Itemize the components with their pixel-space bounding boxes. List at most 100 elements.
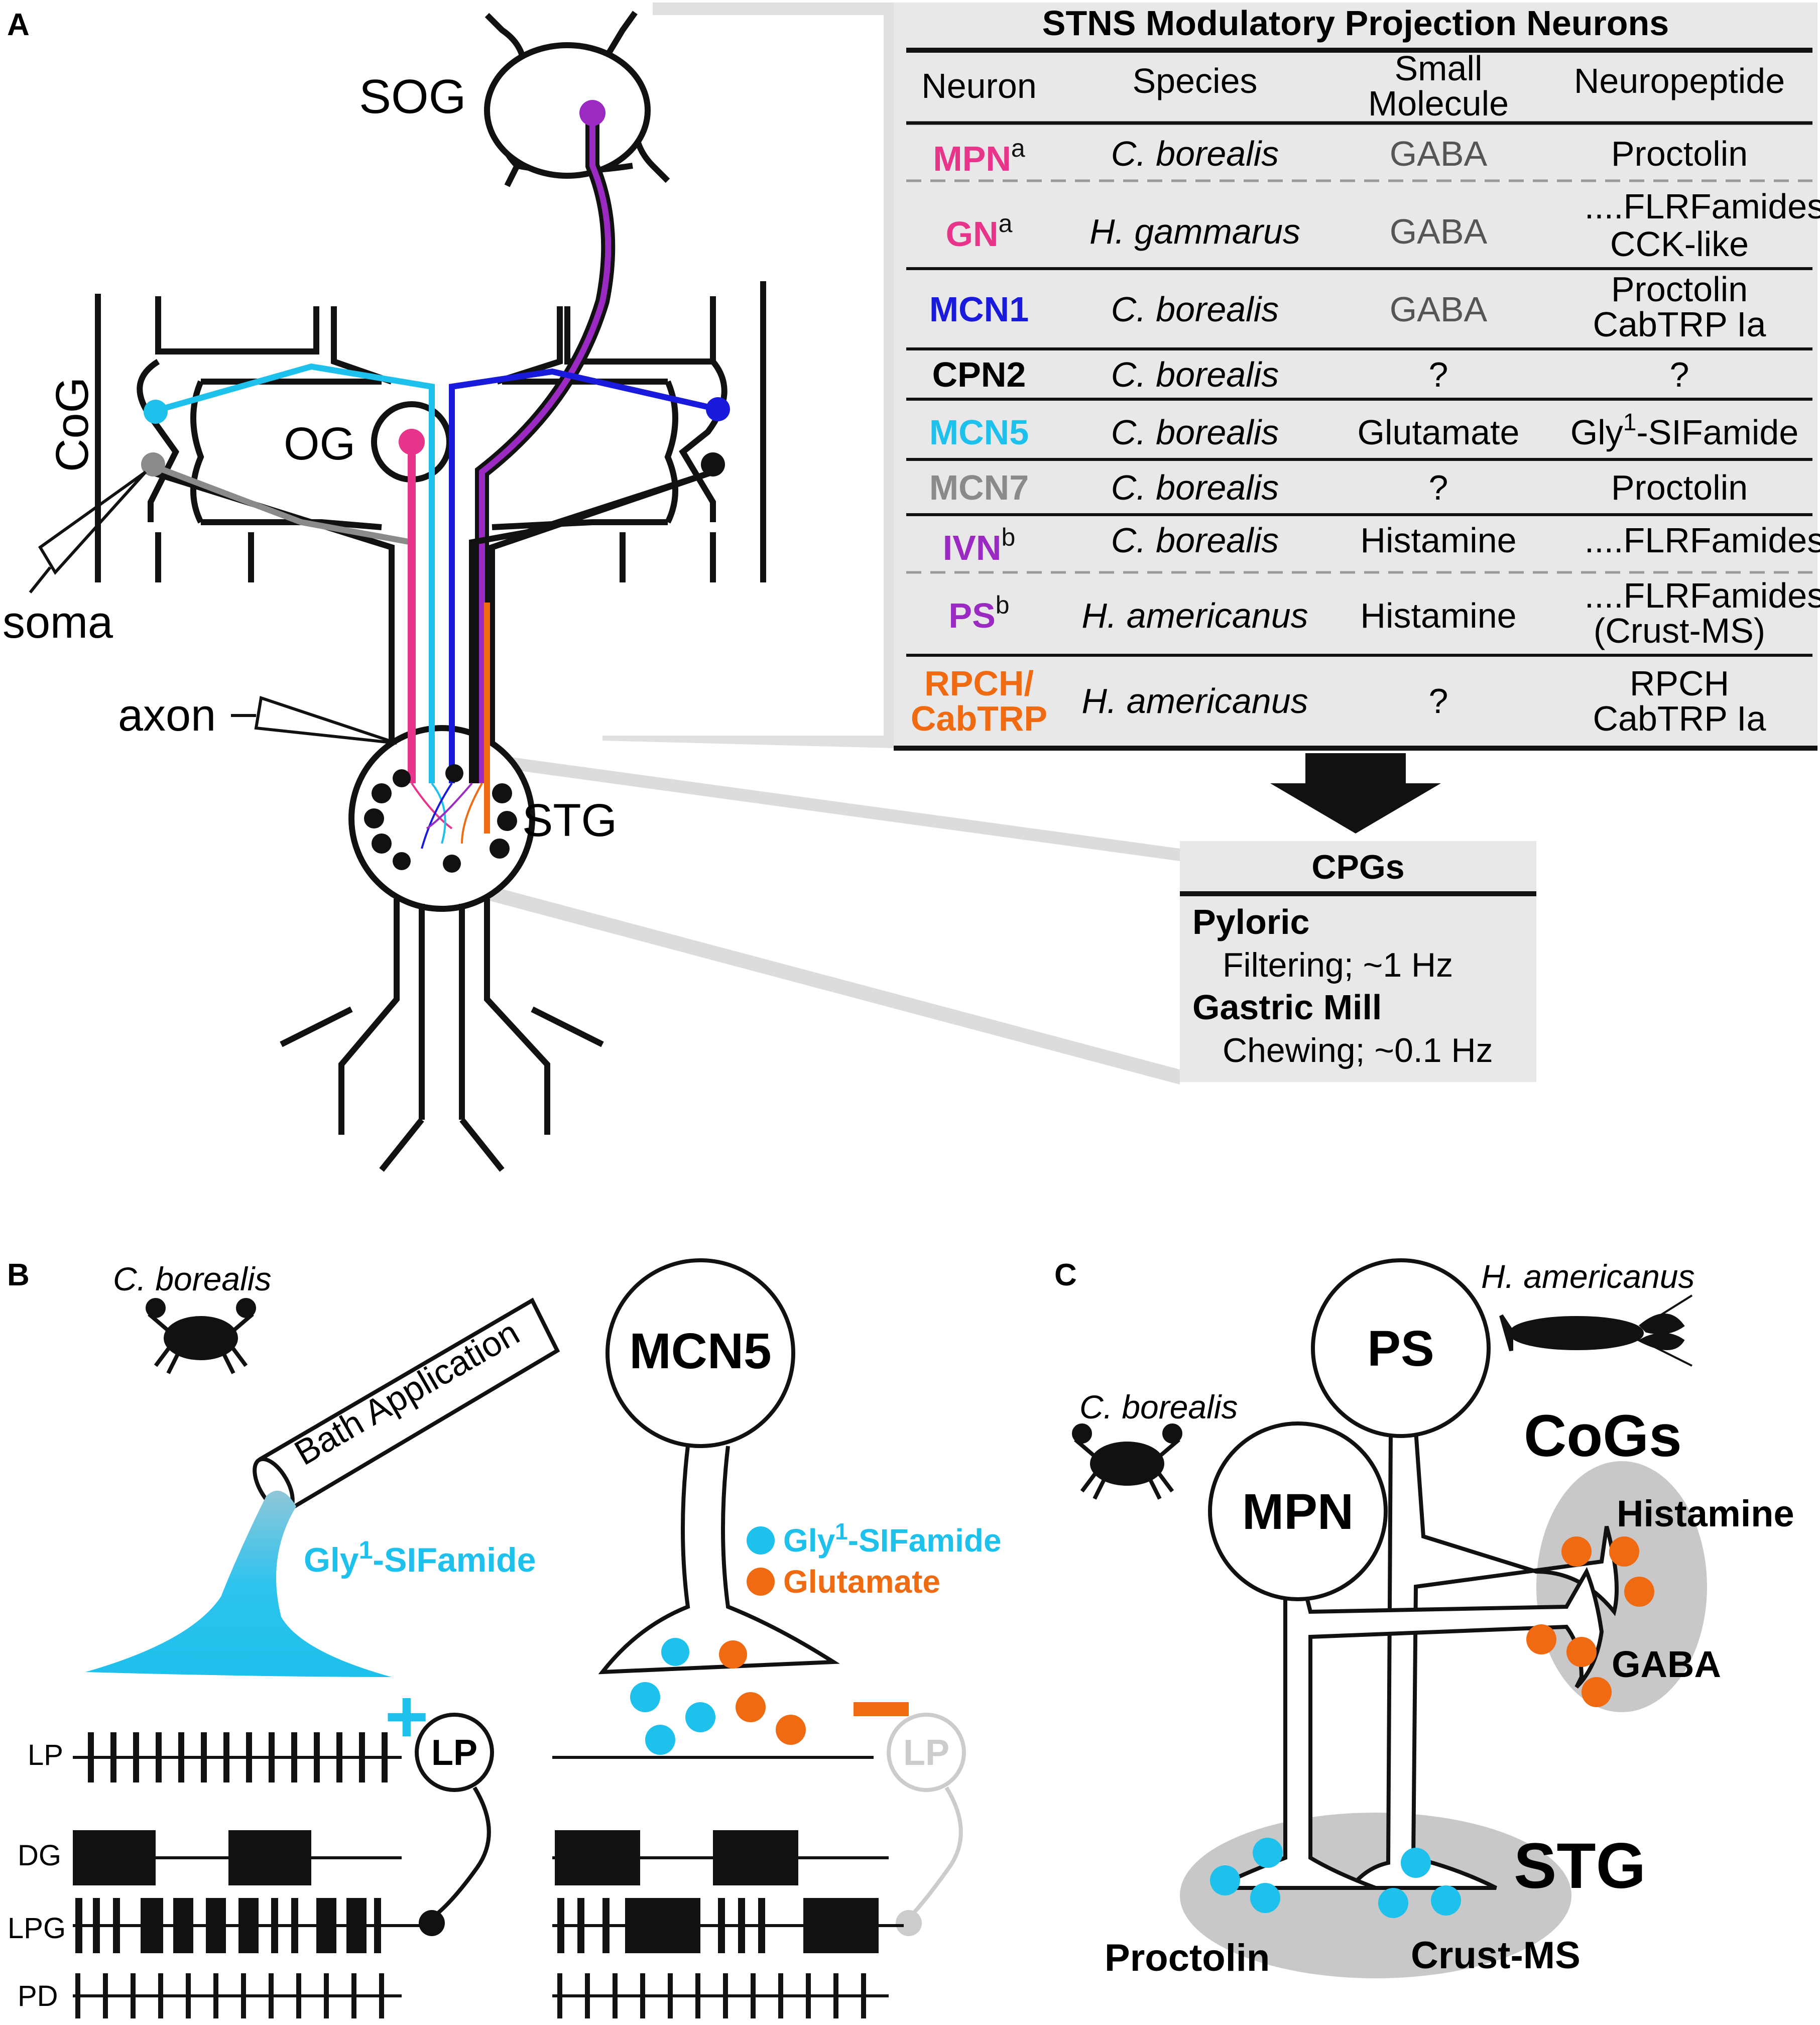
pd-spike bbox=[75, 1973, 80, 2018]
row-mpn-small: GABA bbox=[1390, 134, 1488, 173]
svg-text:Gly1-SIFamide: Gly1-SIFamide bbox=[1570, 409, 1799, 452]
lpg-burst bbox=[113, 1898, 120, 1953]
lpg-burst bbox=[291, 1898, 298, 1953]
lpg-burst bbox=[316, 1898, 336, 1953]
lpg-burst bbox=[271, 1898, 278, 1953]
row-mcn5-neuron: MCN5 bbox=[929, 413, 1029, 452]
stg-somata bbox=[364, 764, 517, 873]
lp-spike bbox=[156, 1732, 162, 1782]
pd-spike bbox=[131, 1973, 136, 2018]
lp-spike bbox=[178, 1732, 184, 1782]
svg-text:MPNa: MPNa bbox=[933, 134, 1025, 178]
pd-spike bbox=[751, 1973, 756, 2018]
cpn2-axon bbox=[469, 469, 714, 783]
pd-spike bbox=[585, 1973, 590, 2018]
lpg-burst bbox=[803, 1898, 879, 1953]
row-cpn2-peptide: ? bbox=[1670, 355, 1689, 394]
lpg-burst bbox=[173, 1898, 193, 1953]
row-mcn7-small: ? bbox=[1429, 468, 1448, 507]
lpg-burst bbox=[93, 1898, 100, 1953]
modulatory-neuron-table: STNS Modulatory Projection Neurons Neuro… bbox=[894, 3, 1820, 751]
pd-spike bbox=[723, 1973, 728, 2018]
sog-label: SOG bbox=[359, 70, 466, 124]
b-peptide-sup: 1 bbox=[359, 1536, 373, 1564]
row-mpn-peptide: Proctolin bbox=[1611, 134, 1748, 173]
callout-wedge-cpg bbox=[482, 753, 1180, 861]
mpn-label: MPN bbox=[1242, 1484, 1354, 1540]
row-mcn5-peptide-pre: Gly bbox=[1570, 413, 1623, 452]
ps-label: PS bbox=[1367, 1321, 1434, 1377]
cogs-label: CoGs bbox=[1524, 1403, 1682, 1469]
row-mcn1-neuron: MCN1 bbox=[929, 290, 1029, 329]
row-ps-peptide1: ....FLRFamides bbox=[1585, 576, 1820, 615]
row-ivn-small: Histamine bbox=[1360, 521, 1516, 560]
pd-spike bbox=[324, 1973, 329, 2018]
pd-spike bbox=[103, 1973, 108, 2018]
pd-spike bbox=[186, 1973, 191, 2018]
row-rpch-small: ? bbox=[1429, 681, 1448, 721]
lpg-burst bbox=[557, 1898, 564, 1953]
lpg-burst bbox=[625, 1898, 700, 1953]
legend-peptide-pre: Gly bbox=[783, 1522, 835, 1559]
lpg-burst bbox=[577, 1898, 584, 1953]
lp-spike bbox=[88, 1732, 94, 1782]
lp-spike bbox=[359, 1732, 365, 1782]
mcn1-soma bbox=[706, 397, 730, 421]
header-small-2: Molecule bbox=[1368, 84, 1509, 123]
row-rpch-peptide2: CabTRP Ia bbox=[1593, 699, 1766, 738]
row-ivn-neuron: IVN bbox=[943, 528, 1002, 567]
cpg-gastric-desc: Chewing; ~0.1 Hz bbox=[1223, 1031, 1493, 1069]
crab-icon bbox=[146, 1298, 256, 1374]
lpg-burst bbox=[141, 1898, 163, 1953]
row-mcn5-small: Glutamate bbox=[1358, 413, 1520, 452]
lp-spike bbox=[269, 1732, 275, 1782]
histamine-label: Histamine bbox=[1617, 1493, 1794, 1534]
lp-spike bbox=[291, 1732, 297, 1782]
down-arrow bbox=[1270, 753, 1441, 833]
svg-text:GNa: GNa bbox=[946, 209, 1013, 254]
b-peptide-pre: Gly bbox=[304, 1541, 359, 1579]
pd-spike bbox=[351, 1973, 356, 2018]
panel-a-letter: A bbox=[7, 8, 30, 42]
mcn5-soma bbox=[144, 400, 168, 424]
lp-spike bbox=[336, 1732, 342, 1782]
row-mcn5-species: C. borealis bbox=[1111, 413, 1279, 452]
lp-neuron-2 bbox=[887, 1713, 966, 1792]
pd-spike bbox=[379, 1973, 384, 2018]
row-mcn5-peptide-sup: 1 bbox=[1623, 409, 1637, 436]
mcn5-axon bbox=[160, 363, 435, 783]
row-rpch-neuron2: CabTRP bbox=[911, 699, 1047, 738]
panel-c-letter: C bbox=[1054, 1258, 1077, 1292]
cpg-box: CPGs Pyloric Filtering; ~1 Hz Gastric Mi… bbox=[1180, 841, 1536, 1082]
legend-peptide-rest: -SIFamide bbox=[848, 1522, 1002, 1559]
b-species: C. borealis bbox=[113, 1260, 271, 1297]
pd-spike bbox=[668, 1973, 673, 2018]
row-ivn-species: C. borealis bbox=[1111, 521, 1279, 560]
lp-neuron-1 bbox=[415, 1713, 494, 1792]
vesicles-c bbox=[1210, 1536, 1654, 1918]
legend-peptide-sup: 1 bbox=[835, 1518, 848, 1544]
sog-body bbox=[484, 42, 651, 179]
row-ivn-peptide: ....FLRFamides bbox=[1585, 521, 1820, 560]
gaba-label: GABA bbox=[1612, 1643, 1721, 1685]
row-rpch-species: H. americanus bbox=[1081, 681, 1308, 721]
pd-spike bbox=[833, 1973, 838, 2018]
lp-spike bbox=[223, 1732, 229, 1782]
svg-text:Gly1-SIFamide: Gly1-SIFamide bbox=[783, 1518, 1002, 1559]
minus-sign bbox=[854, 1702, 909, 1716]
callout-wedge-cpg2 bbox=[482, 884, 1180, 1085]
row-mcn1-peptide2: CabTRP Ia bbox=[1593, 305, 1766, 344]
row-gn-neuron: GN bbox=[946, 214, 999, 254]
header-small-1: Small bbox=[1394, 49, 1482, 88]
header-peptide: Neuropeptide bbox=[1574, 61, 1785, 100]
row-gn-sup: a bbox=[999, 209, 1013, 237]
lpg-burst bbox=[602, 1898, 610, 1953]
trace-label-pd: PD bbox=[18, 1980, 58, 2012]
row-mcn7-species: C. borealis bbox=[1111, 468, 1279, 507]
row-mpn-species: C. borealis bbox=[1111, 134, 1279, 173]
mcn1-axon bbox=[449, 368, 719, 783]
pd-spike bbox=[158, 1973, 163, 2018]
row-cpn2-species: C. borealis bbox=[1111, 355, 1279, 394]
peptide-pour bbox=[85, 1490, 392, 1677]
trace-label-lpg: LPG bbox=[8, 1912, 66, 1945]
